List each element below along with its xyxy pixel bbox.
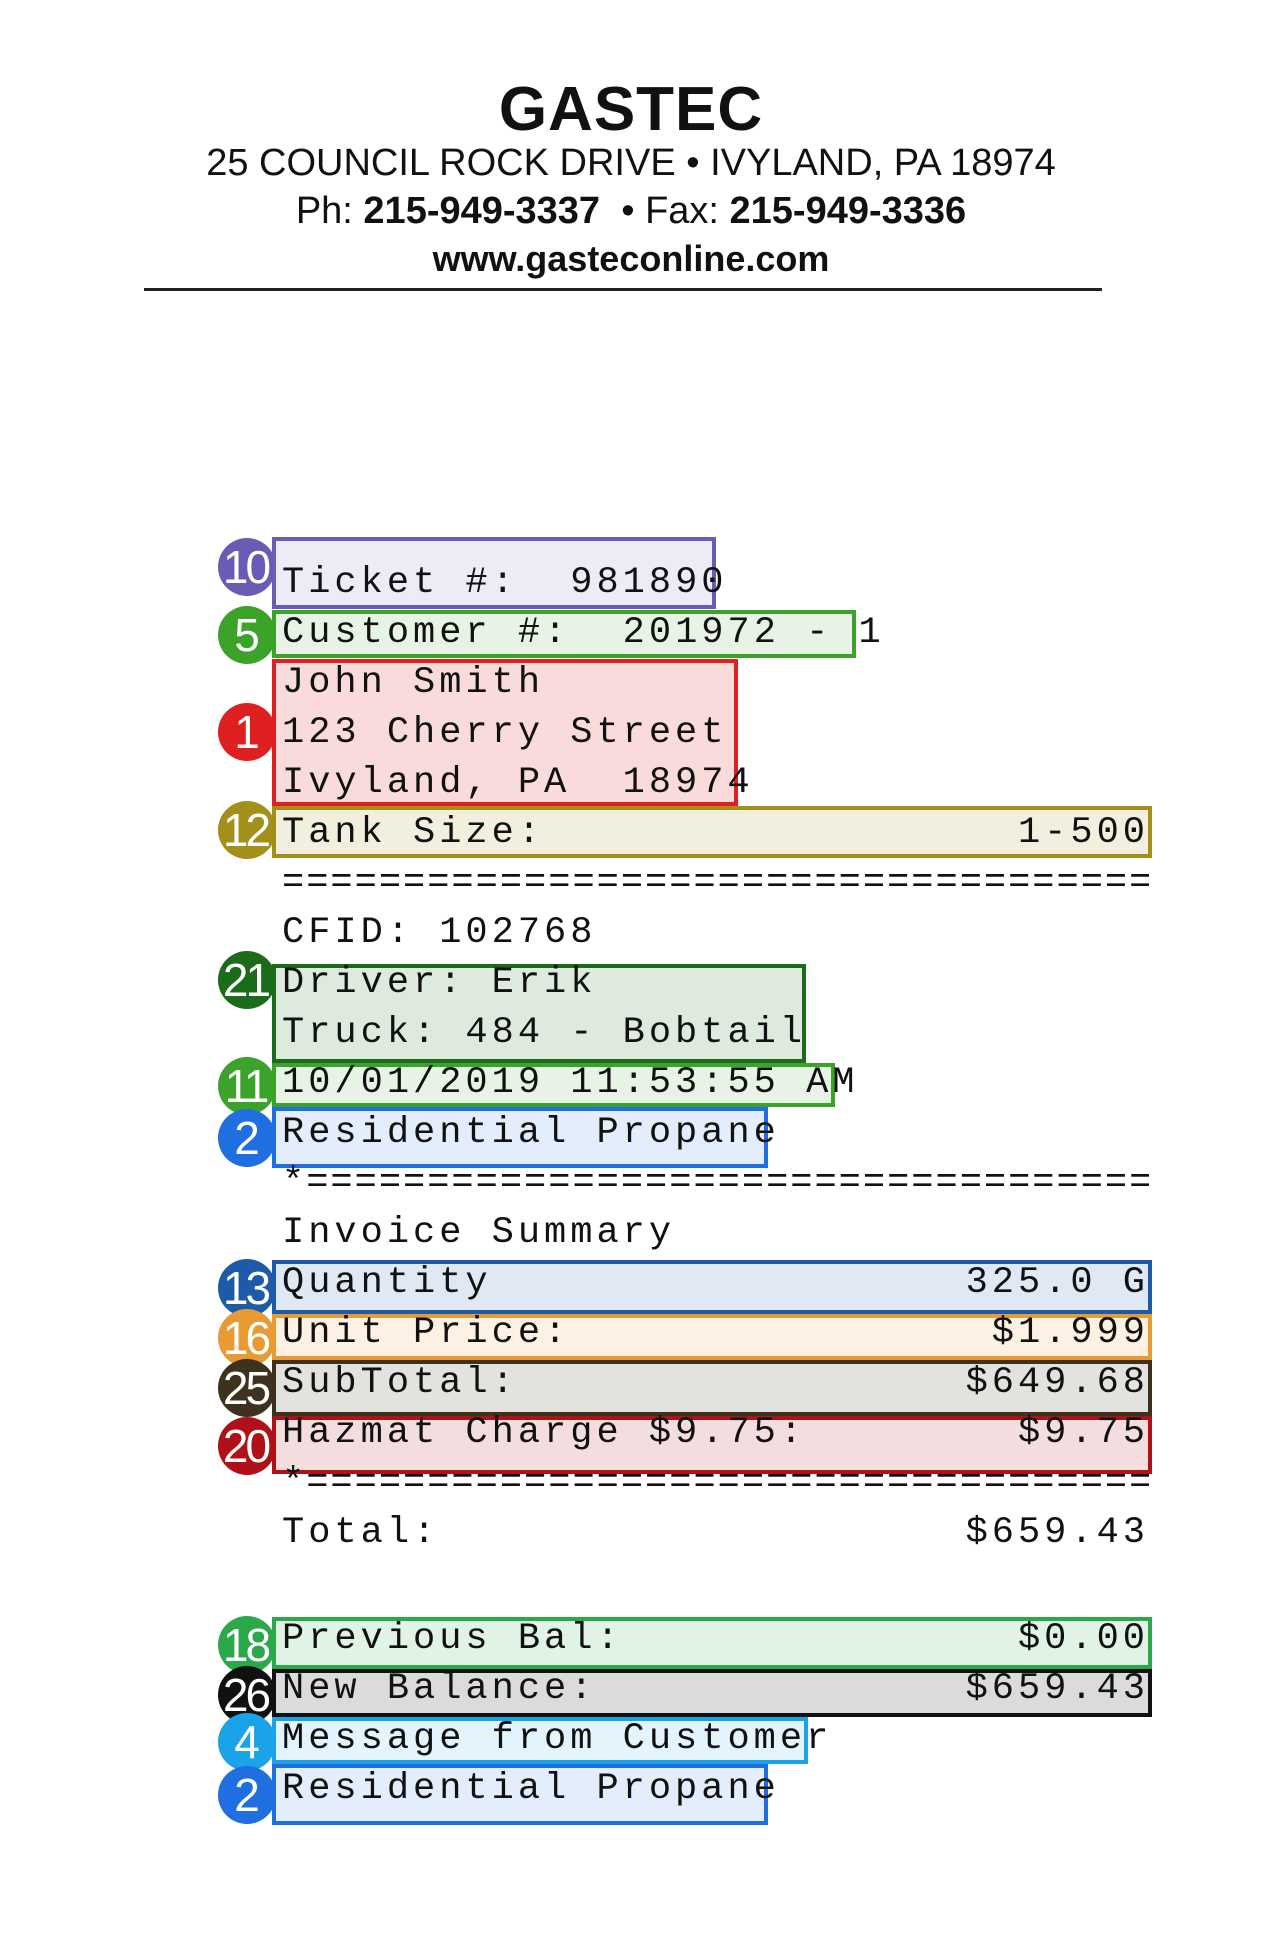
address-box [272, 659, 738, 806]
quantity-label: Quantity [282, 1262, 492, 1304]
badge-driver: 21 [218, 951, 276, 1009]
ticket-number: 981890 [570, 562, 728, 604]
header-divider [144, 288, 1102, 291]
badge-prev-bal: 18 [218, 1616, 276, 1674]
ticket-box [272, 537, 716, 609]
badge-quantity: 13 [218, 1259, 276, 1317]
cfid: CFID: 102768 [282, 912, 597, 954]
customer-line: Customer #: 201972 - 1 [282, 608, 1149, 658]
phone-number: 215-949-3337 [363, 190, 601, 232]
total-value: $659.43 [965, 1512, 1149, 1554]
message-from-customer: Message from Customer [282, 1718, 833, 1760]
company-website: www.gasteconline.com [432, 238, 830, 279]
delivery-datetime: 10/01/2019 11:53:55 AM [282, 1062, 859, 1104]
customer-box [272, 610, 856, 658]
prev-bal-value: $0.00 [1017, 1618, 1149, 1660]
badge-tank: 12 [218, 801, 276, 859]
message-box [272, 1717, 808, 1764]
customer-number: 201972 - 1 [622, 612, 885, 654]
subtotal-value: $649.68 [965, 1362, 1149, 1404]
ticket-line: Ticket #: 981890 [282, 558, 1149, 608]
prev-bal-label: Previous Bal: [282, 1618, 623, 1660]
total-line: Total: $659.43 [282, 1508, 1149, 1558]
badge-subtotal: 25 [218, 1359, 276, 1417]
badge-customer: 5 [218, 606, 276, 664]
company-address: 25 COUNCIL ROCK DRIVE • IVYLAND, PA 1897… [206, 142, 1056, 184]
total-label: Total: [282, 1512, 440, 1554]
separator-3: *===================================== [282, 1462, 1149, 1504]
customer-street: 123 Cherry Street [282, 712, 728, 754]
company-name: GASTEC [498, 75, 764, 144]
prev-bal-box [272, 1617, 1152, 1669]
company-contact: Ph: 215-949-3337 • Fax: 215-949-3336 [0, 190, 1262, 233]
fax-label: • Fax: [621, 190, 719, 232]
unit-price-label: Unit Price: [282, 1312, 571, 1354]
subtotal-box [272, 1360, 1152, 1416]
tank-size: 1-500 [1017, 812, 1149, 854]
product-repeat-box [272, 1764, 768, 1825]
subtotal-label: SubTotal: [282, 1362, 518, 1404]
phone-label: Ph: [295, 190, 353, 232]
customer-city: Ivyland, PA 18974 [282, 762, 754, 804]
product-box [272, 1107, 768, 1168]
separator-1: ====================================== [282, 862, 1149, 904]
badge-product: 2 [218, 1109, 276, 1167]
tank-line: Tank Size: 1-500 [282, 808, 1149, 858]
badge-unit-price: 16 [218, 1309, 276, 1367]
quantity-line: Quantity 325.0 G [282, 1258, 1149, 1308]
truck: Truck: 484 - Bobtail [282, 1012, 807, 1054]
customer-label: Customer #: [282, 612, 571, 654]
driver: Driver: Erik [282, 962, 597, 1004]
prev-bal-line: Previous Bal: $0.00 [282, 1614, 1149, 1664]
badge-message: 4 [218, 1713, 276, 1771]
tank-box [272, 806, 1152, 858]
ticket-label: Ticket #: [282, 562, 518, 604]
badge-ticket: 10 [218, 538, 276, 596]
hazmat-box [272, 1416, 1152, 1474]
separator-2: *===================================== [282, 1162, 1149, 1204]
badge-product-repeat: 2 [218, 1766, 276, 1824]
subtotal-line: SubTotal: $649.68 [282, 1358, 1149, 1408]
tank-label: Tank Size: [282, 812, 545, 854]
new-bal-label: New Balance: [282, 1668, 597, 1710]
unit-price-value: $1.999 [991, 1312, 1149, 1354]
product: Residential Propane [282, 1112, 780, 1154]
datetime-box [272, 1063, 835, 1107]
badge-hazmat: 20 [218, 1417, 276, 1475]
hazmat-value: $9.75 [1017, 1412, 1149, 1454]
new-bal-box [272, 1669, 1152, 1717]
customer-name: John Smith [282, 662, 545, 704]
quantity-box [272, 1260, 1152, 1314]
badge-datetime: 11 [218, 1057, 276, 1115]
unit-price-line: Unit Price: $1.999 [282, 1308, 1149, 1358]
hazmat-label: Hazmat Charge $9.75: [282, 1412, 807, 1454]
fax-number: 215-949-3336 [729, 190, 967, 232]
hazmat-line: Hazmat Charge $9.75: $9.75 [282, 1408, 1149, 1458]
new-bal-value: $659.43 [965, 1668, 1149, 1710]
new-bal-line: New Balance: $659.43 [282, 1664, 1149, 1714]
product-repeat: Residential Propane [282, 1768, 780, 1810]
badge-address: 1 [218, 703, 276, 761]
invoice-summary-title: Invoice Summary [282, 1212, 676, 1254]
driver-box [272, 964, 806, 1063]
quantity-value: 325.0 G [965, 1262, 1149, 1304]
